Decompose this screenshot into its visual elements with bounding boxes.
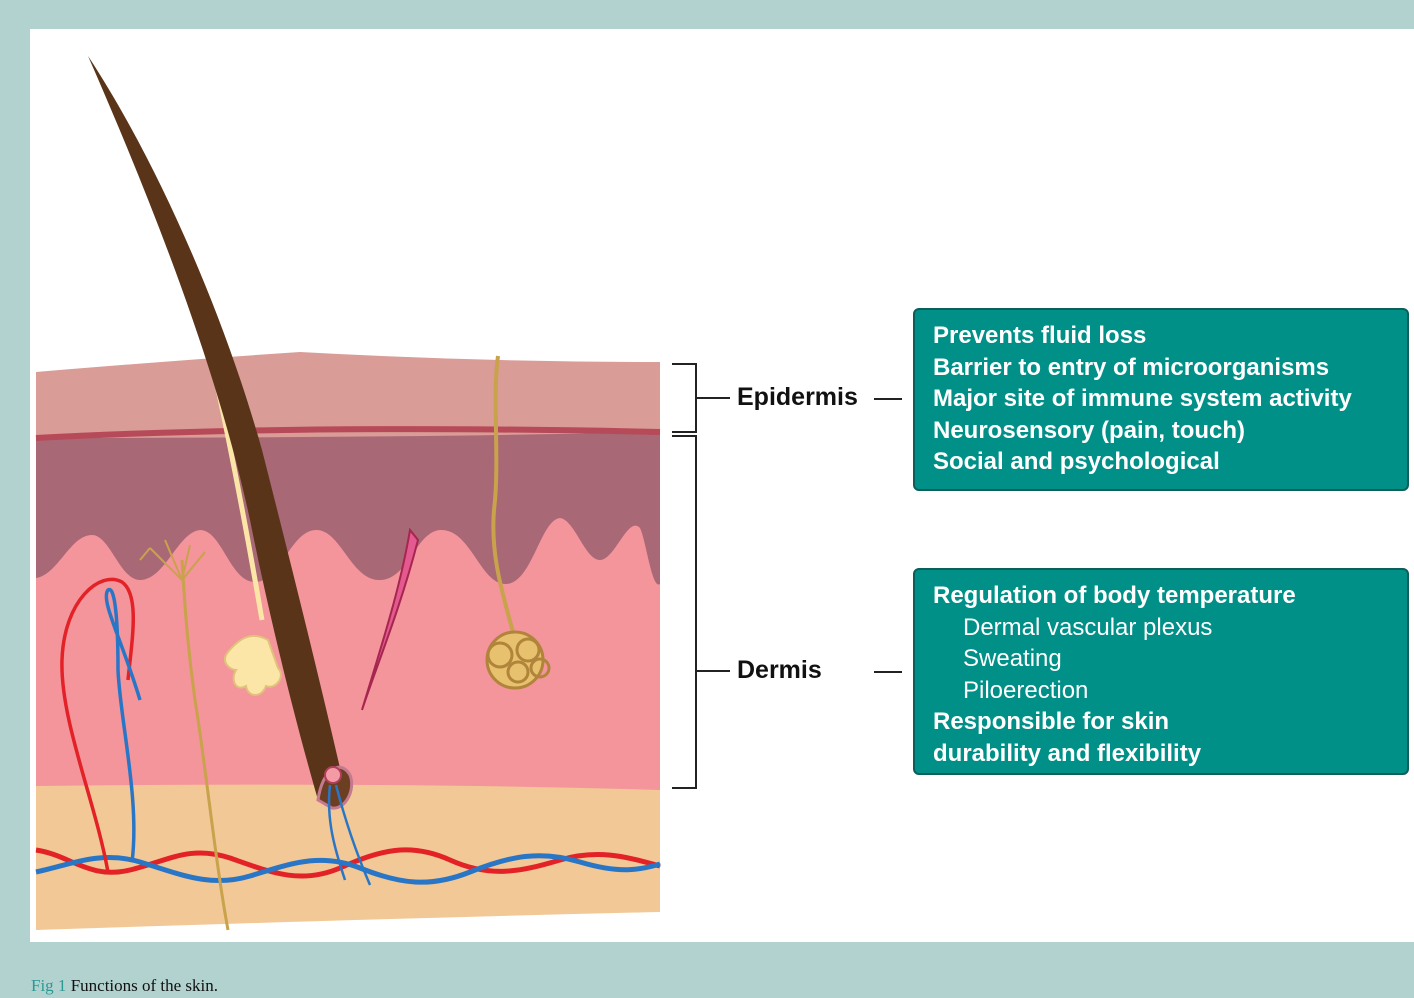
dermis-function-subitem: Dermal vascular plexus [933,612,1407,644]
dermis-function-subitem: Sweating [933,643,1407,675]
epidermis-function-item: Neurosensory (pain, touch) [933,415,1407,447]
epidermis-function-item: Prevents fluid loss [933,320,1407,352]
dermal-papilla [325,767,341,783]
dermis-bracket [672,436,696,788]
epidermis-function-item: Major site of immune system activity [933,383,1407,415]
figure-caption: Fig 1 Functions of the skin. [31,976,218,996]
epidermis-function-item: Barrier to entry of microorganisms [933,352,1407,384]
epidermis-functions-box: Prevents fluid loss Barrier to entry of … [913,308,1409,491]
dermis-function-item: durability and flexibility [933,738,1407,770]
figure-number: Fig 1 [31,976,66,995]
figure-caption-text: Functions of the skin. [71,976,218,995]
epidermis-label: Epidermis [737,383,858,412]
epidermis-function-item: Social and psychological [933,446,1407,478]
dermis-functions-box: Regulation of body temperature Dermal va… [913,568,1409,775]
dermis-function-item: Responsible for skin [933,706,1407,738]
dermis-function-item: Regulation of body temperature [933,580,1407,612]
epidermis-bracket [672,364,696,432]
dermis-function-subitem: Piloerection [933,675,1407,707]
dermis-label: Dermis [737,656,822,685]
epidermis-layer [36,352,660,438]
